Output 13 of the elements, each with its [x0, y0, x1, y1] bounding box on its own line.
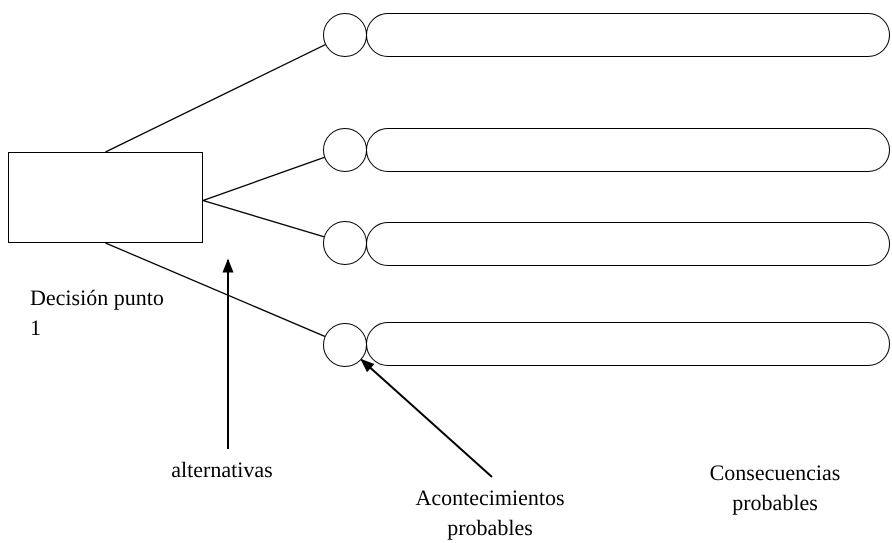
connector-line — [105, 242, 326, 337]
node-caption: Decisión punto 1 — [30, 284, 165, 342]
arrow — [360, 358, 493, 478]
arrow — [222, 258, 234, 449]
event-circle — [323, 13, 367, 57]
annotation-text: Consecuencias probables — [708, 459, 842, 517]
event-circle — [323, 323, 367, 367]
connector-line — [202, 156, 324, 202]
decision-box — [8, 152, 203, 243]
event-circle — [323, 221, 367, 265]
connector-line — [202, 200, 324, 238]
event-circle — [323, 128, 367, 172]
connector-line — [105, 44, 326, 153]
